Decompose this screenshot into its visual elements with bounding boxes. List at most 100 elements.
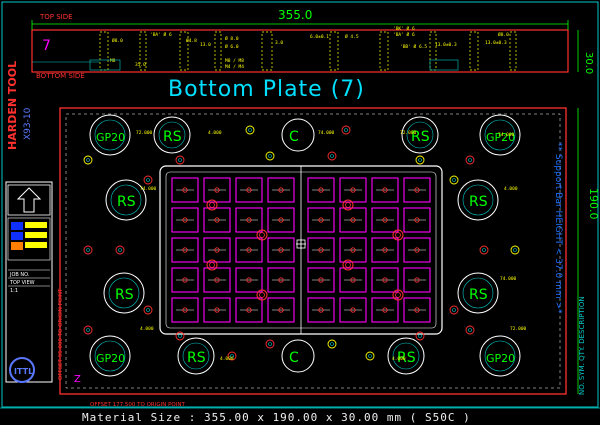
pocket-inner [182,342,210,370]
ejector-pin [206,199,218,211]
guide-hole [115,245,125,255]
guide-hole-center [330,154,334,158]
guide-hole [327,151,337,161]
pocket-circle [479,335,521,377]
cavity-pocket [235,297,263,323]
svg-text:4.000: 4.000 [208,130,222,136]
cavity-gate [246,187,252,193]
guide-hole [479,245,489,255]
svg-text:72.000: 72.000 [400,130,417,136]
guide-hole [341,125,351,135]
pocket-inner [108,277,140,309]
svg-text:74.000: 74.000 [500,276,517,282]
guide-hole [83,155,93,165]
pocket-inner [94,340,126,372]
svg-text:4.000: 4.000 [220,356,234,362]
svg-text:M4 / M4: M4 / M4 [225,64,244,70]
cavity-insert [159,165,443,335]
cavity-pocket [235,237,263,263]
guide-hole [510,245,520,255]
pocket-circle [479,114,521,156]
rs-label: RS [397,350,416,366]
hole-dimensions: 72.000 4.000 74.000 72.000 74.000 4.000 74.0… [136,130,527,362]
harden-tool-note: HARDEN TOOL [6,61,19,150]
pocket-circle [89,335,131,377]
ejector-pin [256,229,268,241]
guide-hole-center [86,248,90,252]
guide-hole-center [86,158,90,162]
cavity-gate [246,217,252,223]
svg-text:'BA' Ø 6: 'BA' Ø 6 [393,31,415,38]
rs-label: RS [187,350,206,366]
svg-text:'BA' Ø 6: 'BA' Ø 6 [150,31,172,38]
guide-hole-center [468,328,472,332]
cavity-gate [214,247,220,253]
guide-hole-center [146,308,150,312]
drawing-title: Bottom Plate (7) [168,77,365,102]
cavity-gate [278,247,284,253]
guide-hole [465,325,475,335]
cavity-pocket [171,177,199,203]
pocket-circle [105,179,147,221]
guide-hole [245,125,255,135]
cavity-gate [318,217,324,223]
svg-text:Ø8.0: Ø8.0 [498,31,509,38]
pocket-inner [110,184,142,216]
guide-hole-center [513,248,517,252]
pocket-circle [457,179,499,221]
gp-label: GP20 [96,352,125,365]
svg-text:72.000: 72.000 [510,326,527,332]
guide-hole [449,305,459,315]
guide-hole [83,325,93,335]
cavity-gate [382,187,388,193]
cavity-gate [246,307,252,313]
ejector-pin-inner [395,292,401,298]
svg-text:13.0±0.3: 13.0±0.3 [485,40,507,46]
guide-hole-center [330,342,334,346]
svg-text:74.000: 74.000 [140,186,157,192]
cavity-pocket [339,207,367,233]
svg-text:72.000: 72.000 [136,130,153,136]
cavity-gate [350,307,356,313]
thickness-dim: 30.0 [583,52,594,74]
guide-hole-center [178,334,182,338]
guide-hole-center [146,178,150,182]
svg-text:6.0±0.1: 6.0±0.1 [310,34,329,40]
cavity-pocket [203,177,231,203]
cavity-pocket [267,297,295,323]
guide-hole [175,331,185,341]
pocket-inner [94,119,126,151]
c-label: C [289,129,299,145]
svg-text:74.000: 74.000 [318,130,335,136]
cavity-pocket [203,207,231,233]
cavity-pocket [403,267,431,293]
cavity-pocket [171,237,199,263]
cavity-pocket [267,177,295,203]
cavity-gate [318,187,324,193]
offset-vertical-note: OFFSET 95.000 TO ORIGIN POINT [58,288,64,380]
cavity-gate [182,247,188,253]
guide-hole [83,245,93,255]
rs-label: RS [469,287,488,303]
guide-hole-center [418,158,422,162]
cavity-pocket [203,297,231,323]
guide-hole-center [248,128,252,132]
cavity-pocket [339,267,367,293]
cavity-gate [414,187,420,193]
cavity-pocket [235,207,263,233]
drawing-border [1,1,599,408]
support-bar-note: ** Support Bar HEIGHT < 37.0 mm >* [553,142,563,314]
gp-label: GP20 [486,131,515,144]
pocket-inner [462,277,494,309]
cavity-gate [350,247,356,253]
svg-text:4.000: 4.000 [392,356,406,362]
cavity-gate [414,247,420,253]
ejector-pin-inner [395,232,401,238]
cavity-pocket [403,237,431,263]
guide-hole-center [344,128,348,132]
title-block-job-no: JOB NO. [9,272,30,278]
cavity-gate [382,307,388,313]
cavity-pocket [307,237,335,263]
ejector-pin-inner [209,262,215,268]
